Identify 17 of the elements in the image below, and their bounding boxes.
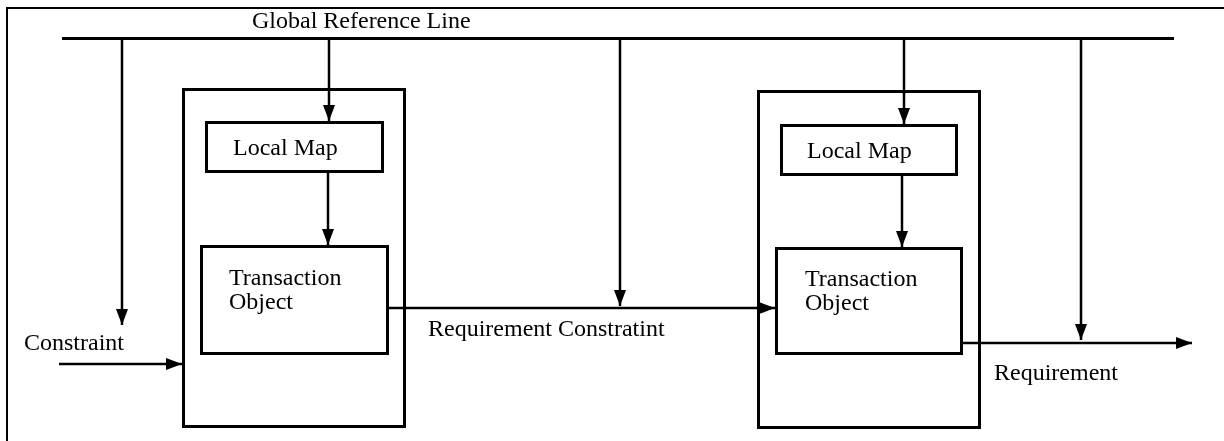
arrow: [898, 40, 910, 124]
container-box: [182, 88, 406, 428]
arrow: [59, 358, 182, 370]
process-box: Transaction Object: [775, 247, 963, 355]
reference-line: Global Reference Line: [62, 8, 1174, 40]
process-box: Local Map: [205, 121, 384, 173]
container-box: [757, 90, 981, 429]
arrow: [116, 40, 128, 325]
arrow: [322, 173, 334, 245]
process-box: Local Map: [780, 124, 958, 176]
arrow: [389, 302, 775, 314]
arrow: [963, 337, 1192, 349]
arrow: [614, 40, 626, 306]
arrow: [1075, 40, 1087, 340]
process-box: Transaction Object: [200, 245, 389, 355]
arrow: [323, 40, 335, 121]
arrow: [896, 176, 908, 247]
